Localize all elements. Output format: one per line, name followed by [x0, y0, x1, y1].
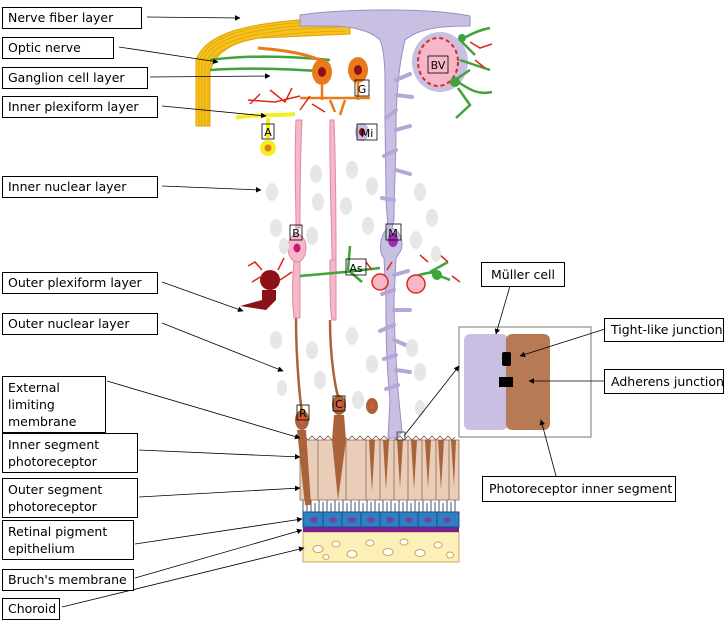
astrocyte-top-cell-2 [458, 34, 466, 42]
astrocyte-top-cell [450, 77, 460, 87]
rpe-layer [302, 511, 460, 528]
label-bruchs-membrane: Bruch's membrane [2, 569, 134, 591]
pericyte-1 [371, 273, 389, 291]
tag-amacrine: A [264, 126, 272, 139]
label-choroid: Choroid [2, 598, 60, 620]
cone-outer-segments [369, 440, 456, 492]
label-ganglion-cell-layer: Ganglion cell layer [2, 67, 148, 89]
microglia-mid [365, 254, 461, 283]
onl-nuclei [270, 327, 426, 416]
inl-nuclei [266, 161, 441, 262]
inset-adherens-junction [499, 377, 513, 387]
label-muller-cell: Müller cell [481, 262, 565, 287]
label-nerve-fiber-layer: Nerve fiber layer [2, 7, 142, 29]
bruchs-membrane [303, 526, 459, 532]
inset-pointer-line [403, 365, 460, 437]
label-external-limiting-membrane: External limiting membrane [2, 376, 106, 433]
bipolar-nucleus [293, 243, 301, 253]
pericyte-2 [406, 274, 426, 294]
label-tight-junction: Tight-like junction [604, 318, 724, 342]
label-photoreceptor-inner-segment: Photoreceptor inner segment [482, 476, 676, 502]
tag-ganglion: G [358, 83, 367, 96]
microglia-upper [247, 41, 493, 113]
muller-cell [299, 9, 471, 439]
label-inner-segment-photoreceptor: Inner segment photoreceptor [2, 433, 138, 473]
tag-rod: R [299, 407, 307, 420]
photoreceptor-segment-zone [299, 439, 460, 501]
tag-cone: C [335, 398, 343, 411]
cell-tags [261, 55, 449, 421]
blood-vessel [412, 32, 468, 92]
tag-muller: M [388, 227, 398, 240]
tag-microglia: Mi [361, 127, 374, 140]
horizontal-cell [240, 257, 293, 310]
inset-source-box [396, 431, 406, 441]
bipolar-cells [287, 119, 337, 321]
tag-astrocyte: As [349, 262, 363, 275]
inset-photoreceptor [506, 334, 550, 430]
photoreceptor-nucleus-core [369, 403, 375, 409]
label-inner-nuclear-layer: Inner nuclear layer [2, 176, 158, 198]
label-inner-plexiform-layer: Inner plexiform layer [2, 96, 158, 118]
external-limiting-membrane [299, 435, 456, 441]
cone-cell [328, 319, 346, 500]
tag-bv: BV [431, 59, 446, 72]
leader-lines [61, 15, 606, 608]
tag-bipolar: B [292, 227, 300, 240]
astrocyte-mid-cell [432, 270, 442, 280]
label-retinal-pigment-epithelium: Retinal pigment epithelium [2, 520, 134, 560]
ganglion-cells [257, 46, 370, 116]
rpe-cell-borders [322, 512, 438, 527]
rpe-microvilli [302, 500, 456, 512]
segment-dividers [317, 440, 450, 500]
label-optic-nerve: Optic nerve [2, 37, 114, 59]
label-outer-plexiform-layer: Outer plexiform layer [2, 272, 158, 294]
label-outer-segment-photoreceptor: Outer segment photoreceptor [2, 478, 138, 518]
microglia-cell [355, 123, 369, 141]
astrocytes-mid [299, 245, 451, 283]
choroid-vessels [312, 538, 454, 560]
inset-tight-junction [502, 352, 511, 366]
rpe-nuclei [310, 517, 451, 523]
label-adherens-junction: Adherens junction [604, 369, 724, 394]
label-outer-nuclear-layer: Outer nuclear layer [2, 313, 158, 335]
inset-muller [464, 334, 508, 430]
